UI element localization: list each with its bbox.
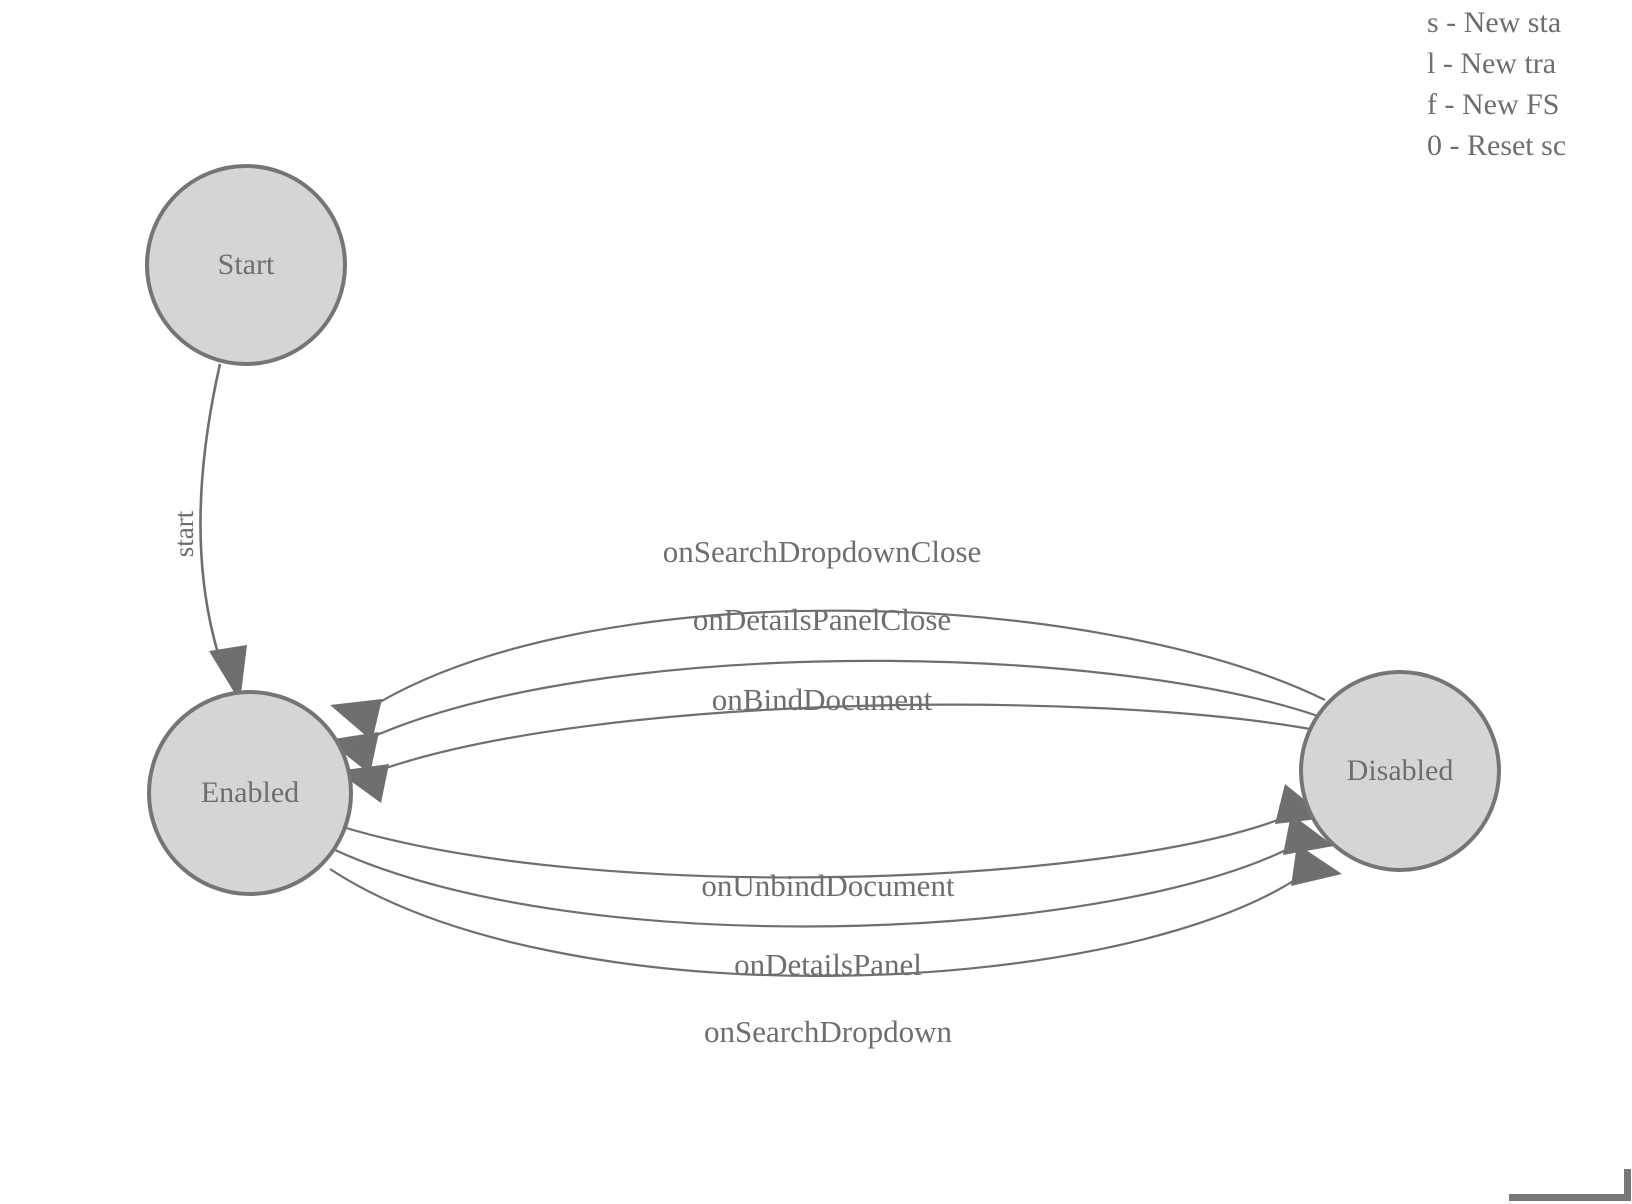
edge-on-bind-document-label: onBindDocument <box>712 682 933 717</box>
edge-start[interactable] <box>199 363 247 702</box>
node-disabled-circle <box>1299 670 1501 872</box>
edge-on-search-dropdown-close-path <box>372 609 1326 707</box>
keyboard-shortcut-help: s - New sta l - New tra f - New FS 0 - R… <box>1427 0 1632 166</box>
node-enabled[interactable]: Enabled <box>147 690 353 896</box>
edge-on-unbind-document-label: onUnbindDocument <box>701 868 955 903</box>
edge-on-bind-document-path <box>379 703 1311 772</box>
edge-on-details-panel[interactable] <box>334 814 1334 928</box>
edge-on-search-dropdown-label: onSearchDropdown <box>704 1014 952 1049</box>
horizontal-scrollbar-thumb[interactable] <box>1509 1194 1628 1201</box>
node-start[interactable]: Start <box>145 164 347 366</box>
edge-on-search-dropdown-close-label: onSearchDropdownClose <box>663 534 982 569</box>
edge-on-details-panel-close[interactable] <box>327 659 1319 774</box>
edge-on-details-panel-path <box>334 847 1291 928</box>
edge-on-search-dropdown-path <box>329 868 1299 978</box>
node-disabled[interactable]: Disabled <box>1299 670 1501 872</box>
edge-on-search-dropdown-close-arrowhead <box>330 699 382 741</box>
node-enabled-label: Enabled <box>201 776 299 809</box>
edge-on-details-panel-close-arrowhead <box>327 732 379 774</box>
scrollbar-corner <box>1480 1130 1632 1204</box>
help-line-new-state: s - New sta <box>1427 6 1562 39</box>
edge-on-details-panel-close-label: onDetailsPanelClose <box>693 602 951 637</box>
edge-on-search-dropdown-close[interactable] <box>330 609 1326 741</box>
node-enabled-circle <box>147 690 353 896</box>
node-start-label: Start <box>218 248 275 281</box>
edge-on-unbind-document[interactable] <box>342 784 1327 879</box>
node-start-circle <box>145 164 347 366</box>
edge-start-path <box>199 363 222 661</box>
help-line-new-transition: l - New tra <box>1427 47 1557 80</box>
edge-on-unbind-document-path <box>342 816 1284 879</box>
edge-start-arrowhead <box>209 645 247 702</box>
edge-start-label: start <box>169 510 199 557</box>
edge-on-details-panel-close-path <box>369 659 1319 740</box>
help-line-reset-scale: 0 - Reset sc <box>1427 129 1567 162</box>
edge-on-bind-document[interactable] <box>337 703 1311 803</box>
help-line-new-fsm: f - New FS <box>1427 88 1560 121</box>
edge-on-search-dropdown[interactable] <box>329 844 1342 978</box>
vertical-scrollbar-thumb[interactable] <box>1624 1169 1631 1201</box>
node-disabled-label: Disabled <box>1347 754 1454 787</box>
edge-on-search-dropdown-arrowhead <box>1291 844 1342 886</box>
edge-on-details-panel-arrowhead <box>1283 814 1334 855</box>
